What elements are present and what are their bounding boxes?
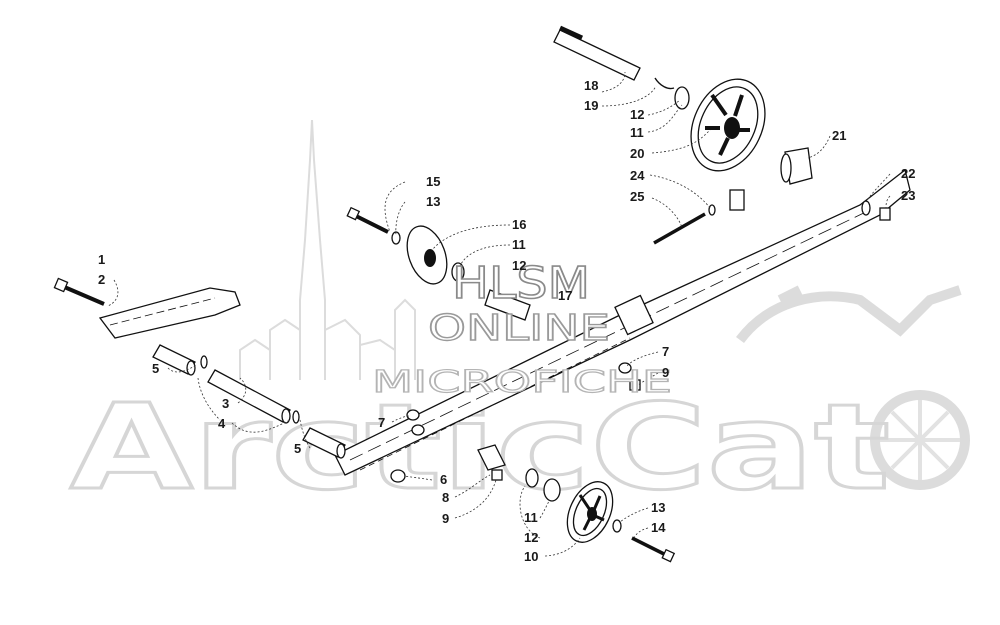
callout-15: 15 — [426, 174, 440, 189]
callout-12c: 12 — [524, 530, 538, 545]
callout-20: 20 — [630, 146, 644, 161]
idler-wheel-16 — [406, 225, 531, 321]
idler-wheel-20 — [690, 78, 766, 172]
bolt-15 — [346, 206, 401, 245]
callout-1: 1 — [98, 252, 105, 267]
spacer-tubes — [152, 344, 346, 459]
callout-11b: 11 — [630, 125, 644, 140]
online-watermark: ONLINE — [428, 308, 610, 349]
idler-wheel-10 — [566, 481, 614, 543]
callout-13b: 13 — [651, 500, 665, 515]
skyline-watermark — [239, 119, 416, 380]
bolt-14 — [612, 519, 676, 563]
callout-11c: 11 — [524, 510, 538, 525]
callout-11a: 11 — [512, 237, 526, 252]
bolt-22-23 — [861, 200, 891, 221]
nut-7-lower — [390, 409, 425, 483]
bolt-25 — [653, 189, 745, 245]
callout-12b: 12 — [630, 107, 644, 122]
callout-12a: 12 — [512, 258, 526, 273]
axle-8 — [477, 444, 561, 502]
callout-8: 8 — [442, 490, 449, 505]
callout-24: 24 — [630, 168, 645, 183]
bolt-1 — [53, 277, 105, 306]
callout-5b: 5 — [294, 441, 301, 456]
callout-7a: 7 — [662, 344, 669, 359]
callout-17: 17 — [558, 288, 572, 303]
callout-7b: 7 — [378, 415, 385, 430]
callout-18: 18 — [584, 78, 598, 93]
callout-10: 10 — [524, 549, 538, 564]
callout-3: 3 — [222, 396, 229, 411]
callout-25: 25 — [630, 189, 644, 204]
motorcycle-watermark — [736, 285, 970, 490]
callout-labels: 1 2 5 3 4 5 15 13 16 11 12 17 18 19 12 1… — [98, 78, 915, 564]
callout-9a: 9 — [662, 365, 669, 380]
rear-rail-bracket — [98, 287, 241, 339]
callout-14: 14 — [651, 520, 666, 535]
axle-18 — [553, 25, 690, 110]
callout-4: 4 — [218, 416, 226, 431]
hlsm-watermark: HLSM — [452, 258, 590, 309]
callout-16: 16 — [512, 217, 526, 232]
callout-21: 21 — [832, 128, 846, 143]
callout-22: 22 — [901, 166, 915, 181]
nut-7-upper — [618, 362, 641, 391]
callout-13a: 13 — [426, 194, 440, 209]
callout-9b: 9 — [442, 511, 449, 526]
callout-5a: 5 — [152, 361, 159, 376]
microfiche-watermark: MICROFICHE — [372, 365, 672, 400]
leader-lines — [107, 71, 891, 557]
callout-6: 6 — [440, 472, 447, 487]
callout-2: 2 — [98, 272, 105, 287]
slide-rail — [334, 168, 911, 476]
callout-19: 19 — [584, 98, 598, 113]
callout-23: 23 — [901, 188, 915, 203]
hub-21 — [780, 147, 813, 185]
motorcycle-wheel-spokes — [880, 400, 960, 480]
